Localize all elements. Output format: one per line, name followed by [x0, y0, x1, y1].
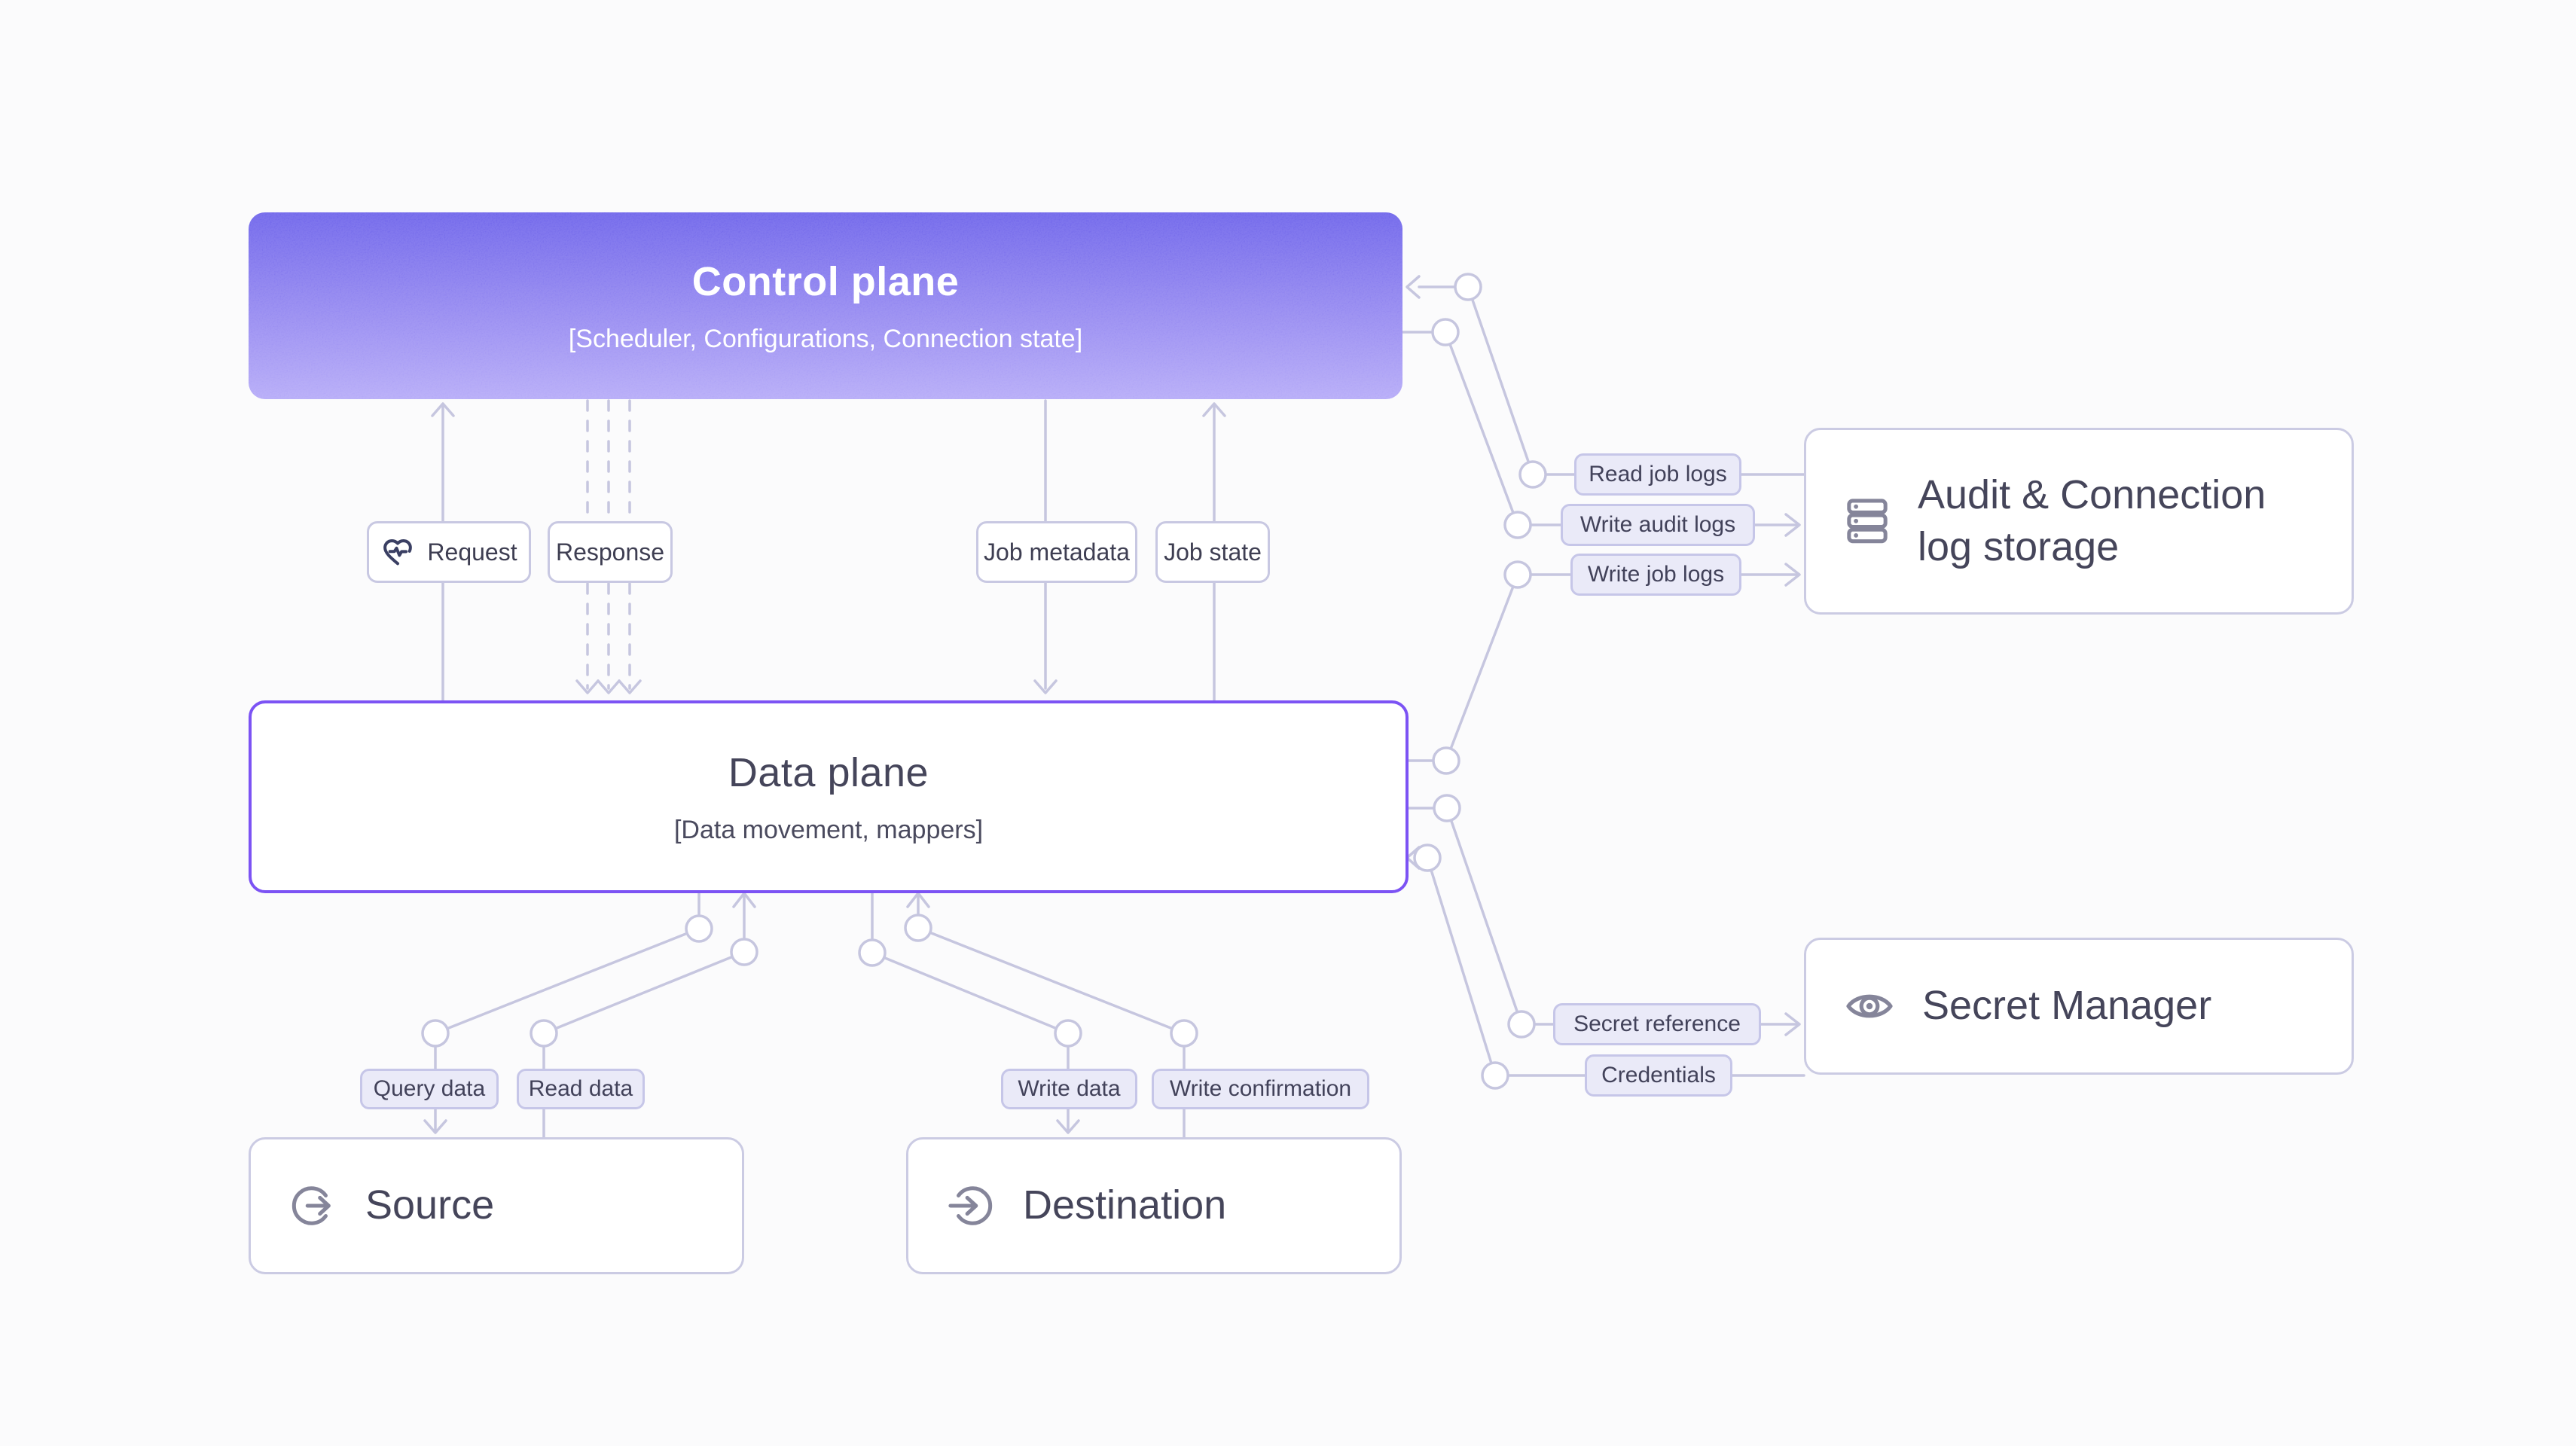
audit-label-line-1: Audit & Connection — [1918, 471, 2266, 517]
destination-node: Destination — [906, 1137, 1402, 1274]
node-circle — [1454, 273, 1482, 301]
node-circle — [1481, 1061, 1509, 1090]
edge-secret-reference — [1401, 807, 1801, 1036]
heart-pulse-icon — [383, 539, 413, 566]
edge-write-confirmation-arrow-up — [906, 892, 930, 908]
write-job-logs-label-pill: Write job logs — [1570, 554, 1741, 596]
request-label-pill: Request — [367, 521, 531, 583]
edge-response-arrow-3 — [618, 679, 642, 694]
node-circle — [1054, 1019, 1082, 1048]
edge-secret-reference-arrow-right — [1784, 1012, 1801, 1036]
node-circle — [904, 914, 932, 942]
data-plane-title: Data plane — [728, 749, 929, 795]
node-circle — [1170, 1019, 1198, 1048]
edge-job-state-arrow-up — [1202, 402, 1226, 417]
node-circle — [1433, 794, 1461, 822]
job-state-label: Job state — [1164, 538, 1262, 566]
node-circle — [1518, 460, 1547, 489]
data-plane-node: Data plane [Data movement, mappers] — [249, 700, 1409, 893]
edge-job-metadata-arrow-down — [1033, 679, 1058, 694]
control-plane-subtitle: [Scheduler, Configurations, Connection s… — [568, 324, 1083, 353]
request-label: Request — [427, 538, 517, 566]
edge-write-audit-logs-arrow-right — [1784, 513, 1801, 537]
read-job-logs-label: Read job logs — [1589, 462, 1727, 487]
edge-read-data-diagonal — [542, 950, 746, 1035]
node-circle — [1432, 746, 1460, 775]
secret-manager-node: Secret Manager — [1804, 938, 2354, 1075]
write-data-label-pill: Write data — [1001, 1069, 1137, 1109]
edge-request-arrow-up — [431, 402, 455, 417]
read-data-label: Read data — [528, 1076, 633, 1101]
destination-label: Destination — [1023, 1182, 1227, 1228]
edge-response-arrow-1 — [575, 679, 600, 694]
write-confirmation-label-pill: Write confirmation — [1152, 1069, 1369, 1109]
edge-query-data-arrow-down — [423, 1119, 447, 1134]
job-metadata-label: Job metadata — [984, 538, 1130, 566]
control-plane-node: Control plane [Scheduler, Configurations… — [249, 212, 1402, 399]
edge-read-data-arrow-up — [732, 892, 756, 908]
arrow-in-circle-icon — [948, 1186, 993, 1225]
edge-write-confirmation-diagonal — [917, 926, 1186, 1035]
secret-reference-label-pill: Secret reference — [1553, 1003, 1761, 1045]
write-audit-logs-label-pill: Write audit logs — [1561, 504, 1755, 546]
edge-secret-reference-diagonal — [1445, 807, 1523, 1026]
edge-read-job-logs — [1406, 275, 1805, 476]
write-job-logs-label: Write job logs — [1587, 562, 1725, 587]
credentials-label: Credentials — [1601, 1063, 1716, 1088]
eye-icon — [1846, 994, 1893, 1018]
edge-write-audit-logs-diagonal — [1444, 331, 1519, 526]
node-circle — [685, 914, 713, 943]
node-circle — [730, 938, 758, 966]
job-state-label-pill: Job state — [1155, 521, 1270, 583]
edge-write-data-arrow-down — [1056, 1119, 1080, 1134]
node-circle — [1503, 511, 1532, 539]
response-label-pill: Response — [548, 521, 673, 583]
edge-response-arrows — [575, 679, 642, 694]
secret-manager-label: Secret Manager — [1922, 983, 2212, 1029]
node-circle — [858, 938, 887, 967]
edge-read-job-logs-diagonal — [1467, 285, 1534, 476]
edge-write-job-logs-diagonal — [1445, 573, 1519, 762]
edge-credentials-diagonal — [1426, 856, 1497, 1077]
write-audit-logs-label: Write audit logs — [1579, 512, 1736, 537]
edge-response-arrow-2 — [597, 679, 621, 694]
control-plane-title: Control plane — [691, 258, 960, 304]
edge-read-job-logs-arrow-left — [1406, 275, 1421, 299]
node-circle — [421, 1019, 450, 1048]
write-confirmation-label: Write confirmation — [1169, 1076, 1352, 1101]
credentials-label-pill: Credentials — [1585, 1054, 1732, 1097]
node-circle — [1507, 1010, 1536, 1039]
arrow-out-circle-icon — [291, 1186, 331, 1225]
node-circle — [1413, 844, 1442, 872]
node-circle — [1431, 318, 1460, 346]
query-data-label-pill: Query data — [360, 1069, 499, 1109]
read-data-label-pill: Read data — [517, 1069, 645, 1109]
response-label: Response — [555, 538, 665, 566]
write-data-label: Write data — [1018, 1076, 1121, 1101]
job-metadata-label-pill: Job metadata — [976, 521, 1137, 583]
secret-reference-label: Secret reference — [1573, 1011, 1741, 1036]
edge-write-job-logs-arrow-right — [1784, 563, 1801, 587]
read-job-logs-label-pill: Read job logs — [1574, 453, 1741, 496]
node-circle — [1503, 560, 1532, 589]
noise-texture — [249, 212, 1402, 399]
server-stack-icon — [1847, 499, 1888, 544]
edge-write-data-diagonal — [871, 951, 1070, 1035]
connector-nodes — [421, 273, 1547, 1090]
data-plane-subtitle: [Data movement, mappers] — [673, 815, 984, 844]
edge-query-data-diagonal — [434, 927, 700, 1035]
source-node: Source — [249, 1137, 744, 1274]
node-circle — [530, 1019, 558, 1048]
source-label: Source — [365, 1182, 495, 1228]
audit-log-storage-node: Audit & Connection log storage — [1804, 428, 2354, 615]
audit-log-storage-label: Audit & Connection log storage — [1918, 469, 2266, 573]
audit-label-line-2: log storage — [1918, 524, 2120, 569]
query-data-label: Query data — [373, 1076, 486, 1101]
